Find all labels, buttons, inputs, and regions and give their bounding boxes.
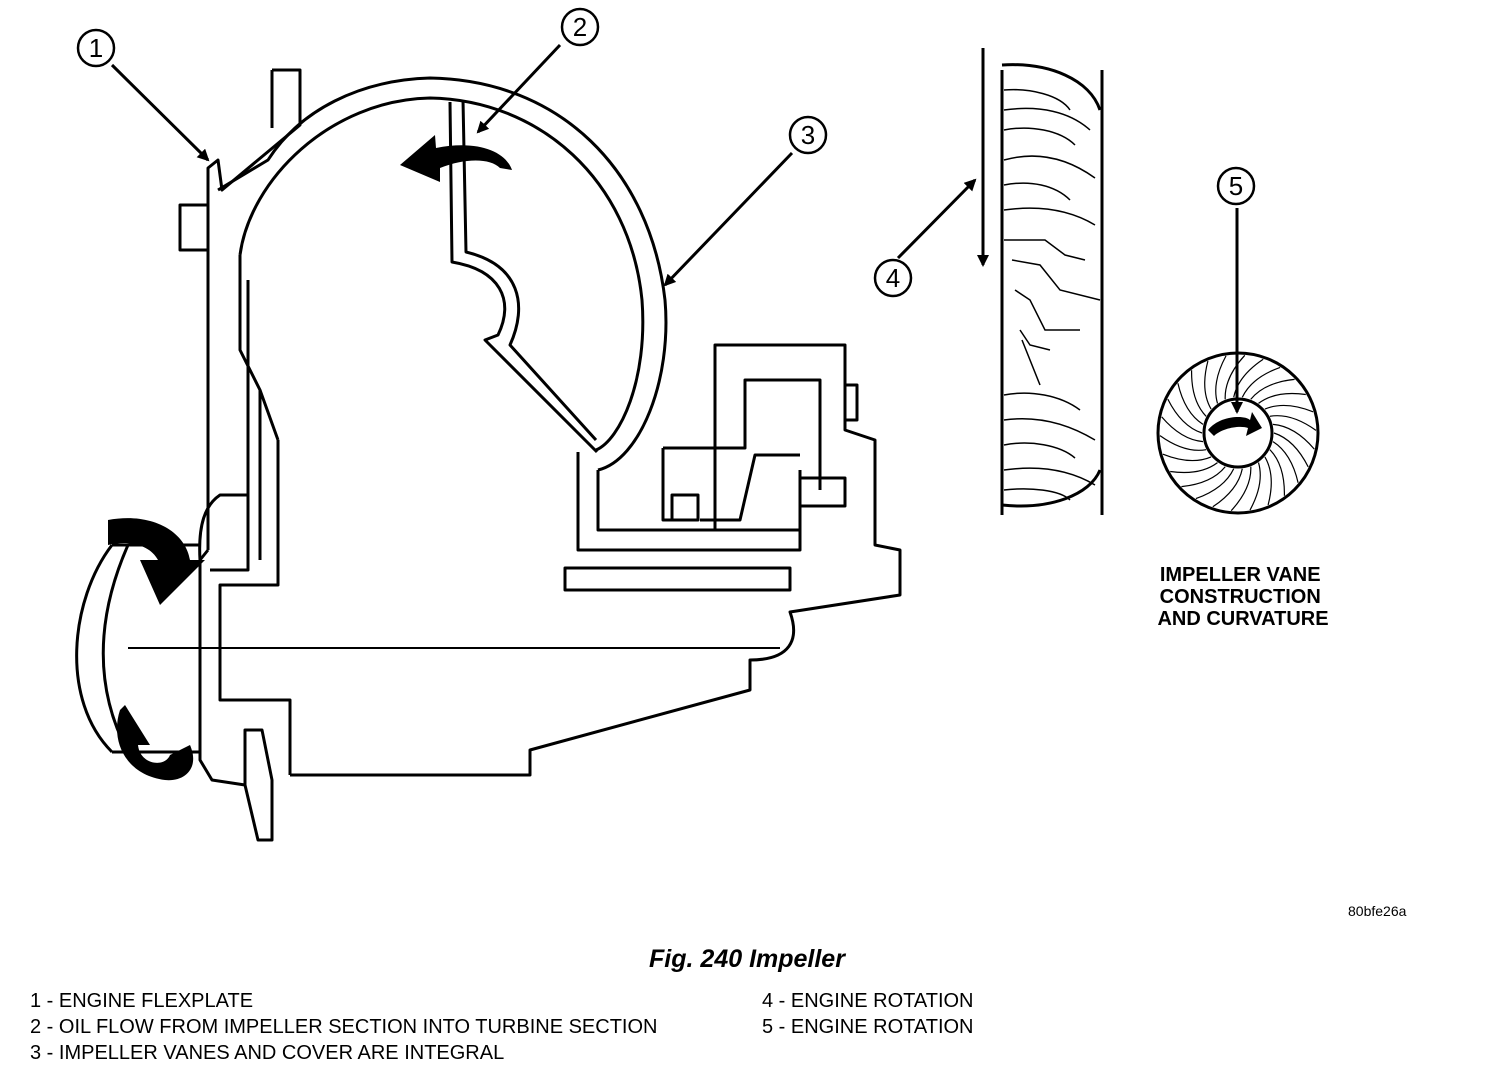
impeller-vane: [1162, 453, 1212, 462]
impeller-vane: [1241, 366, 1281, 398]
impeller-vane: [1195, 468, 1235, 500]
figure-title: Fig. 240 Impeller: [649, 945, 845, 973]
impeller-vane: [1269, 449, 1286, 496]
figure-code: 80bfe26a: [1348, 903, 1407, 919]
svg-text:2: 2: [573, 12, 587, 42]
callout-1: 1: [76, 28, 116, 68]
callout-4: 4: [873, 258, 913, 298]
inset-caption-line: CONSTRUCTION: [1160, 586, 1321, 608]
impeller-vane: [1230, 466, 1252, 512]
callout-3: 3: [788, 115, 828, 155]
impeller-vane: [1264, 456, 1272, 506]
svg-text:3: 3: [801, 120, 815, 150]
impeller-vane: [1177, 383, 1204, 425]
callout-leaders: [110, 43, 977, 287]
rotation-arrow-lower-icon: [117, 705, 194, 781]
impeller-vane: [1250, 378, 1295, 400]
impeller-vane: [1258, 392, 1306, 404]
legend-item: 3 - IMPELLER VANES AND COVER ARE INTEGRA…: [30, 1042, 505, 1064]
impeller-vane: [1181, 466, 1226, 488]
torque-converter-section: [128, 68, 902, 842]
impeller-vane: [1224, 354, 1246, 400]
legend-right: 4 - ENGINE ROTATION 5 - ENGINE ROTATION: [762, 990, 1142, 1042]
impeller-vane: [1273, 432, 1309, 468]
legend-item: 1 - ENGINE FLEXPLATE: [30, 990, 254, 1012]
rotation-arrow-upper-icon: [108, 518, 205, 605]
impeller-vane: [1215, 355, 1227, 404]
impeller-vane: [1264, 404, 1314, 413]
impeller-diagram: IMPELLER VANE CONSTRUCTION AND CURVATURE…: [75, 7, 1329, 842]
legend-item: 5 - ENGINE ROTATION: [762, 1016, 974, 1038]
impeller-vane: [1249, 462, 1261, 511]
inset-caption-line: AND CURVATURE: [1157, 608, 1328, 630]
oil-flow-arrow-icon: [400, 135, 512, 182]
impeller-vane: [1272, 441, 1299, 483]
callout-2: 2: [560, 7, 600, 47]
impeller-vane: [1170, 462, 1218, 474]
impeller-vane: [1269, 415, 1317, 431]
impeller-side-vanes: [1003, 88, 1101, 501]
impeller-vane: [1159, 435, 1207, 451]
svg-text:4: 4: [886, 263, 900, 293]
svg-text:1: 1: [89, 33, 103, 63]
impeller-side-view: [1000, 63, 1104, 515]
inset-caption-line: IMPELLER VANE: [1160, 564, 1321, 586]
impeller-vane: [1190, 370, 1207, 417]
callout-5: 5: [1216, 166, 1256, 206]
impeller-vane: [1204, 360, 1212, 410]
impeller-vane: [1161, 416, 1204, 443]
legend-left: 1 - ENGINE FLEXPLATE 2 - OIL FLOW FROM I…: [30, 990, 670, 1068]
impeller-vane: [1167, 398, 1203, 434]
impeller-vane: [1233, 358, 1264, 398]
legend-item: 2 - OIL FLOW FROM IMPELLER SECTION INTO …: [30, 1016, 658, 1038]
inset-caption: IMPELLER VANE CONSTRUCTION AND CURVATURE: [1157, 564, 1328, 630]
svg-text:5: 5: [1229, 171, 1243, 201]
impeller-vane: [1212, 468, 1243, 508]
impeller-vane: [1272, 423, 1315, 450]
legend-item: 4 - ENGINE ROTATION: [762, 990, 974, 1012]
